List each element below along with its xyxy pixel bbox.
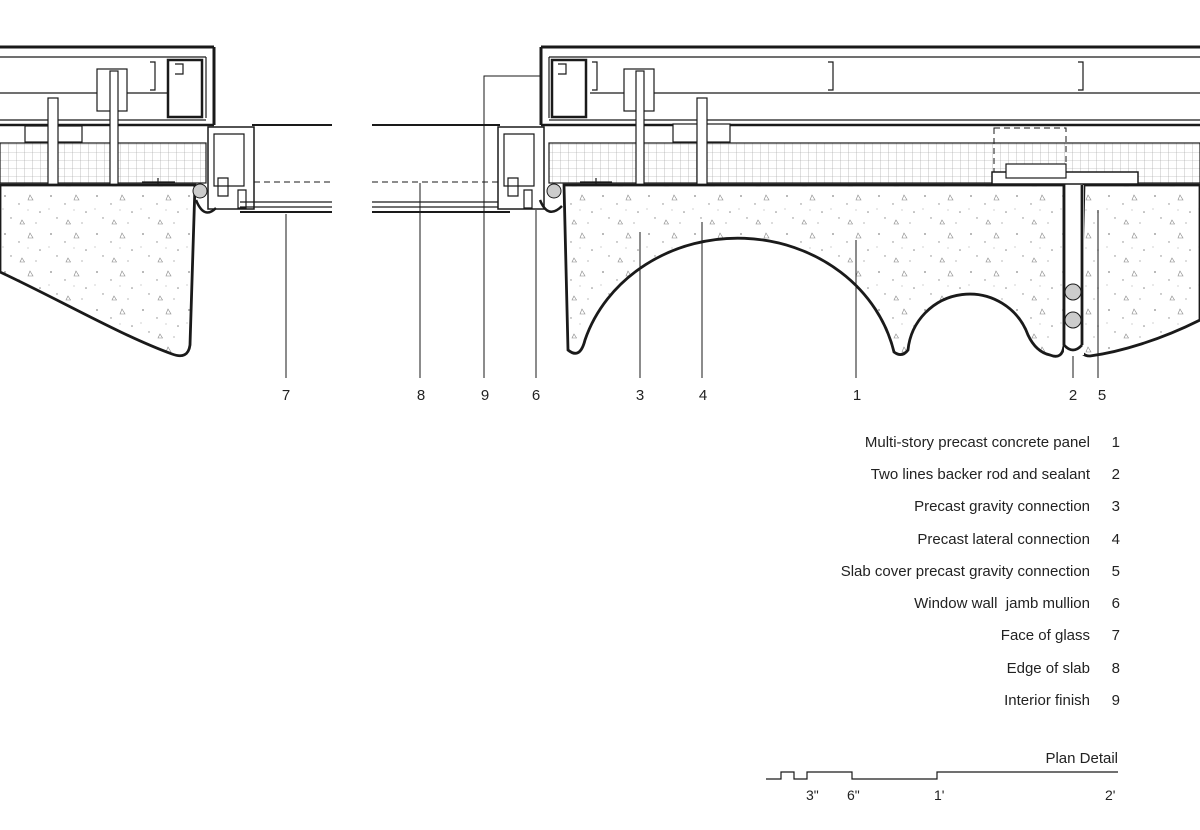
legend-row: Face of glass 7 (760, 620, 1120, 652)
legend-row: Window wall jamb mullion 6 (760, 587, 1120, 619)
legend-number: 2 (1111, 465, 1120, 483)
callout-numbers: 7 8 9 6 3 4 1 2 5 (282, 387, 1106, 404)
legend-number: 5 (1111, 562, 1120, 580)
right-wall-section (372, 45, 1200, 358)
legend-row: Edge of slab 8 (760, 652, 1120, 684)
legend-row: Precast lateral connection 4 (760, 523, 1120, 555)
legend-number: 9 (1111, 692, 1120, 710)
legend-number: 4 (1111, 530, 1120, 548)
callout-number: 6 (532, 387, 540, 404)
leader-lines (285, 75, 1099, 378)
legend-label: Precast gravity connection (914, 498, 1090, 516)
plan-title: Plan Detail (1045, 750, 1118, 767)
scale-label: 1' (934, 787, 945, 803)
legend-number: 3 (1111, 498, 1120, 516)
legend-number: 7 (1111, 627, 1120, 645)
legend-label: Window wall jamb mullion (914, 595, 1090, 613)
callout-number: 9 (481, 387, 489, 404)
legend-row: Slab cover precast gravity connection 5 (760, 555, 1120, 587)
scale-label: 3" (806, 787, 819, 803)
callout-number: 8 (417, 387, 425, 404)
legend-row: Multi-story precast concrete panel 1 (760, 426, 1120, 458)
callout-number: 1 (853, 387, 861, 404)
legend-row: Precast gravity connection 3 (760, 491, 1120, 523)
callout-number: 5 (1098, 387, 1106, 404)
scale-bar (766, 771, 1118, 780)
legend: Multi-story precast concrete panel 1 Two… (760, 426, 1120, 717)
left-wall-section (0, 45, 332, 358)
legend-label: Precast lateral connection (917, 530, 1090, 548)
legend-number: 6 (1111, 595, 1120, 613)
legend-row: Two lines backer rod and sealant 2 (760, 458, 1120, 490)
callout-number: 3 (636, 387, 644, 404)
legend-number: 8 (1111, 659, 1120, 677)
callout-number: 4 (699, 387, 707, 404)
callout-number: 7 (282, 387, 290, 404)
legend-label: Two lines backer rod and sealant (870, 465, 1090, 483)
legend-label: Interior finish (1004, 692, 1090, 710)
legend-row: Interior finish 9 (760, 684, 1120, 716)
legend-label: Multi-story precast concrete panel (864, 433, 1090, 451)
legend-label: Slab cover precast gravity connection (840, 562, 1090, 580)
scale-label: 2' (1105, 787, 1116, 803)
legend-number: 1 (1111, 433, 1120, 451)
legend-label: Edge of slab (1006, 659, 1090, 677)
scale-label: 6" (847, 787, 860, 803)
legend-label: Face of glass (1000, 627, 1090, 645)
callout-number: 2 (1069, 387, 1077, 404)
